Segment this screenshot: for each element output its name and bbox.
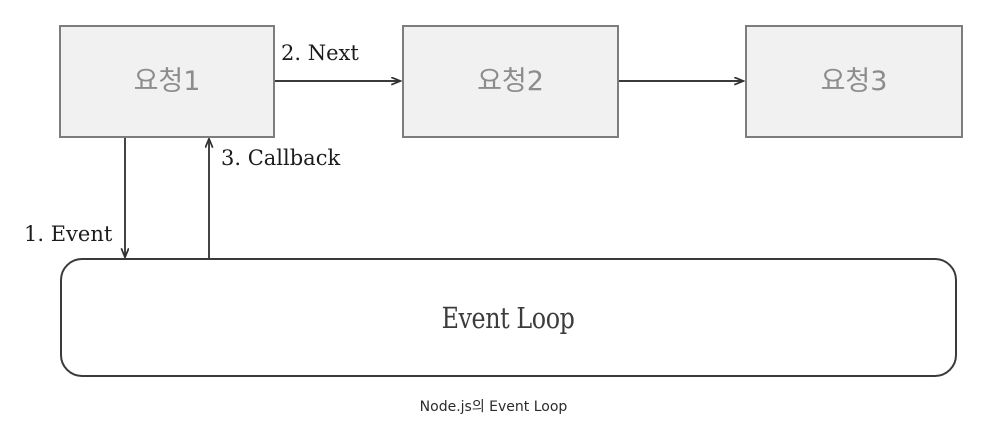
node-request-2-label: 요청2 <box>477 66 544 97</box>
node-request-3-label: 요청3 <box>820 66 888 97</box>
node-event-loop[interactable]: Event Loop <box>60 258 957 377</box>
edge-label-next: 2. Next <box>281 41 359 65</box>
node-event-loop-label: Event Loop <box>442 300 575 335</box>
edge-label-event: 1. Event <box>24 222 113 246</box>
node-request-1[interactable]: 요청1 <box>59 25 275 138</box>
node-request-2[interactable]: 요청2 <box>402 25 619 138</box>
node-request-3[interactable]: 요청3 <box>745 25 963 138</box>
diagram-caption: Node.js의 Event Loop <box>419 399 568 415</box>
edge-label-callback: 3. Callback <box>221 146 341 170</box>
node-request-1-label: 요청1 <box>133 66 201 97</box>
